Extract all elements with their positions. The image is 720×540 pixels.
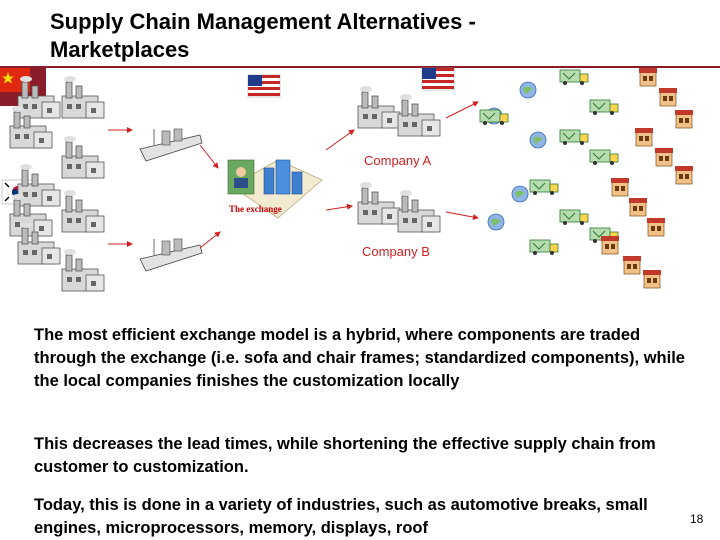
- company-a-label: Company A: [364, 153, 432, 168]
- factory-icon: [61, 135, 105, 179]
- arrow-icon: [199, 144, 219, 169]
- building-icon: [275, 159, 291, 195]
- globe-icon: [511, 185, 529, 203]
- usa-flag-icon: [247, 74, 281, 98]
- factory-icon: [397, 93, 441, 137]
- arrow-icon: [325, 203, 353, 211]
- arrow-icon: [325, 129, 355, 151]
- truck-icon: [559, 209, 589, 226]
- factory-icon: [17, 163, 61, 207]
- store-icon: [628, 197, 648, 217]
- truck-icon: [589, 99, 619, 116]
- ship-icon: [139, 238, 203, 272]
- building-icon: [291, 171, 303, 195]
- title-rule: [0, 66, 720, 68]
- company-b: Company B: [357, 181, 441, 259]
- ship-icon: [139, 128, 203, 162]
- company-a: Company A: [357, 85, 441, 168]
- supply-chain-diagram: The exchange Company A Company B: [0, 67, 694, 292]
- factory-icon: [397, 189, 441, 233]
- company-b-label: Company B: [362, 244, 430, 259]
- body-paragraph: The most efficient exchange model is a h…: [34, 326, 685, 390]
- handshake-icon: [227, 159, 255, 195]
- factory-icon: [61, 75, 105, 119]
- truck-icon: [589, 149, 619, 166]
- store-icon: [600, 235, 620, 255]
- store-icon: [658, 87, 678, 107]
- globe-icon: [487, 213, 505, 231]
- factory-icon: [61, 189, 105, 233]
- globe-icon: [529, 131, 547, 149]
- store-icon: [638, 67, 658, 87]
- store-icon: [642, 269, 662, 289]
- truck-icon: [559, 129, 589, 146]
- store-icon: [654, 147, 674, 167]
- factory-icon: [61, 248, 105, 292]
- factory-icon: [357, 181, 401, 225]
- store-icon: [646, 217, 666, 237]
- arrow-icon: [445, 101, 479, 119]
- slide-title: Supply Chain Management Alternatives - M…: [50, 9, 476, 62]
- usa-flag-icon: [421, 67, 455, 91]
- arrow-icon: [199, 231, 221, 249]
- truck-icon: [559, 69, 589, 86]
- truck-icon: [529, 179, 559, 196]
- exchange-graphic: The exchange: [227, 159, 323, 219]
- factory-icon: [357, 85, 401, 129]
- page-number: 18: [690, 512, 704, 526]
- exchange-label: The exchange: [229, 204, 282, 214]
- store-icon: [622, 255, 642, 275]
- store-icon: [634, 127, 654, 147]
- store-icon: [610, 177, 630, 197]
- building-icon: [263, 167, 275, 195]
- truck-icon: [529, 239, 559, 256]
- store-icon: [674, 109, 694, 129]
- body-paragraph: Today, this is done in a variety of indu…: [34, 496, 648, 537]
- store-icon: [674, 165, 694, 185]
- factory-icon: [17, 75, 61, 119]
- arrow-icon: [445, 211, 479, 221]
- globe-icon: [519, 81, 537, 99]
- body-paragraph: This decreases the lead times, while sho…: [34, 435, 656, 476]
